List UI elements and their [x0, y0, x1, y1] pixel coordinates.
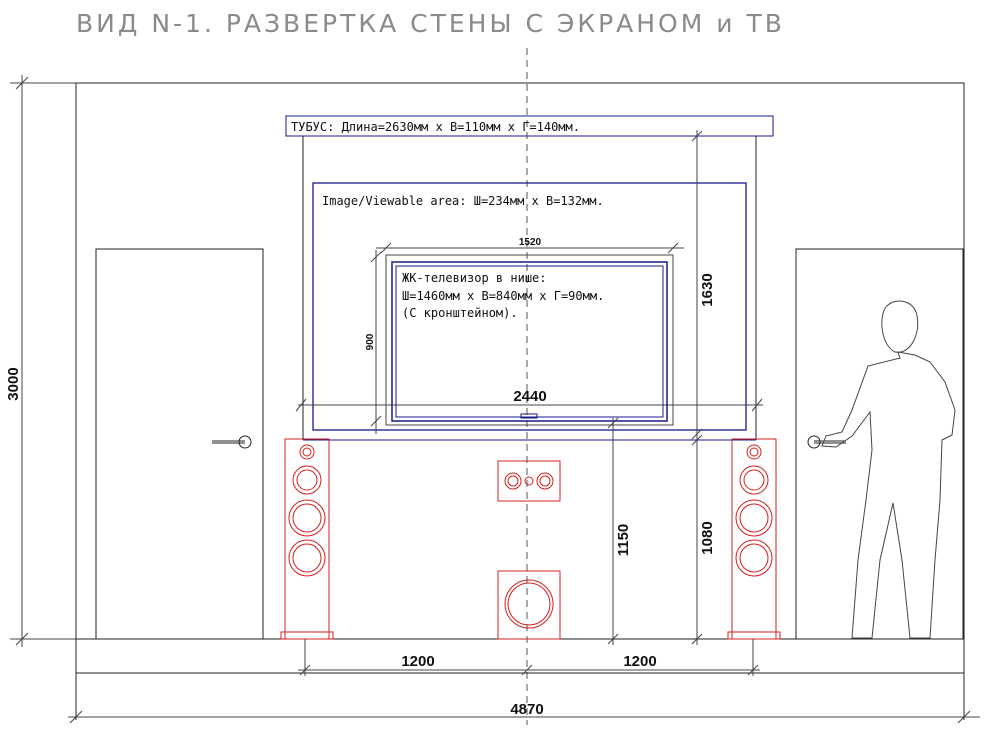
- tv-note-line-3: (С кронштейном).: [402, 306, 518, 320]
- dimension-label-3000: 3000: [5, 367, 22, 400]
- dimension-label-1630: 1630: [699, 273, 716, 306]
- dimension-speaker-height: 1080: [691, 434, 716, 645]
- dimension-label-right-1200: 1200: [623, 653, 656, 670]
- projector-tube: [285, 115, 774, 137]
- dimension-wall-width: 4870: [68, 701, 980, 724]
- dimension-label-1080: 1080: [699, 521, 716, 554]
- dimension-screen-width: 2440: [295, 388, 763, 412]
- dimension-label-1150: 1150: [615, 524, 632, 557]
- wall-outline: [75, 82, 965, 640]
- dimension-screen-bottom: 1150: [607, 417, 632, 645]
- viewable-area-label: Image/Viewable area: Ш=234мм х В=132мм.: [322, 194, 604, 208]
- left-speaker-icon: [280, 438, 334, 640]
- tv-note-line-1: ЖК-телевизор в нише:: [402, 271, 547, 285]
- dimension-tv-height: 900: [365, 250, 382, 434]
- dimension-label-1520: 1520: [519, 237, 542, 248]
- right-door: [795, 248, 964, 640]
- subwoofer-icon: [497, 570, 561, 640]
- dimension-label-900: 900: [365, 333, 376, 350]
- left-door: [95, 248, 264, 640]
- human-figure-icon: [821, 300, 956, 639]
- right-speaker-icon: [727, 438, 781, 640]
- viewable-area: [312, 182, 747, 431]
- center-speaker-icon: [497, 460, 561, 502]
- dimension-label-4870: 4870: [510, 701, 543, 718]
- projection-niche: [302, 136, 757, 441]
- tv-set: [385, 254, 674, 426]
- dimension-label-left-1200: 1200: [401, 653, 434, 670]
- dimension-tv-width: 1520: [376, 237, 684, 254]
- dimension-speaker-spacing: 1200 1200: [298, 639, 760, 676]
- tube-label: ТУБУС: Длина=2630мм х В=110мм х Г=140мм.: [291, 120, 580, 134]
- dimension-tube-height: 1630: [691, 130, 716, 645]
- dimension-wall-height: 3000: [5, 75, 76, 647]
- tv-note-line-2: Ш=1460мм х В=840мм х Г=90мм.: [402, 289, 604, 303]
- drawing-title: ВИД N-1. РАЗВЕРТКА СТЕНЫ С ЭКРАНОМ и ТВ: [76, 9, 785, 38]
- dimension-label-2440: 2440: [513, 388, 546, 405]
